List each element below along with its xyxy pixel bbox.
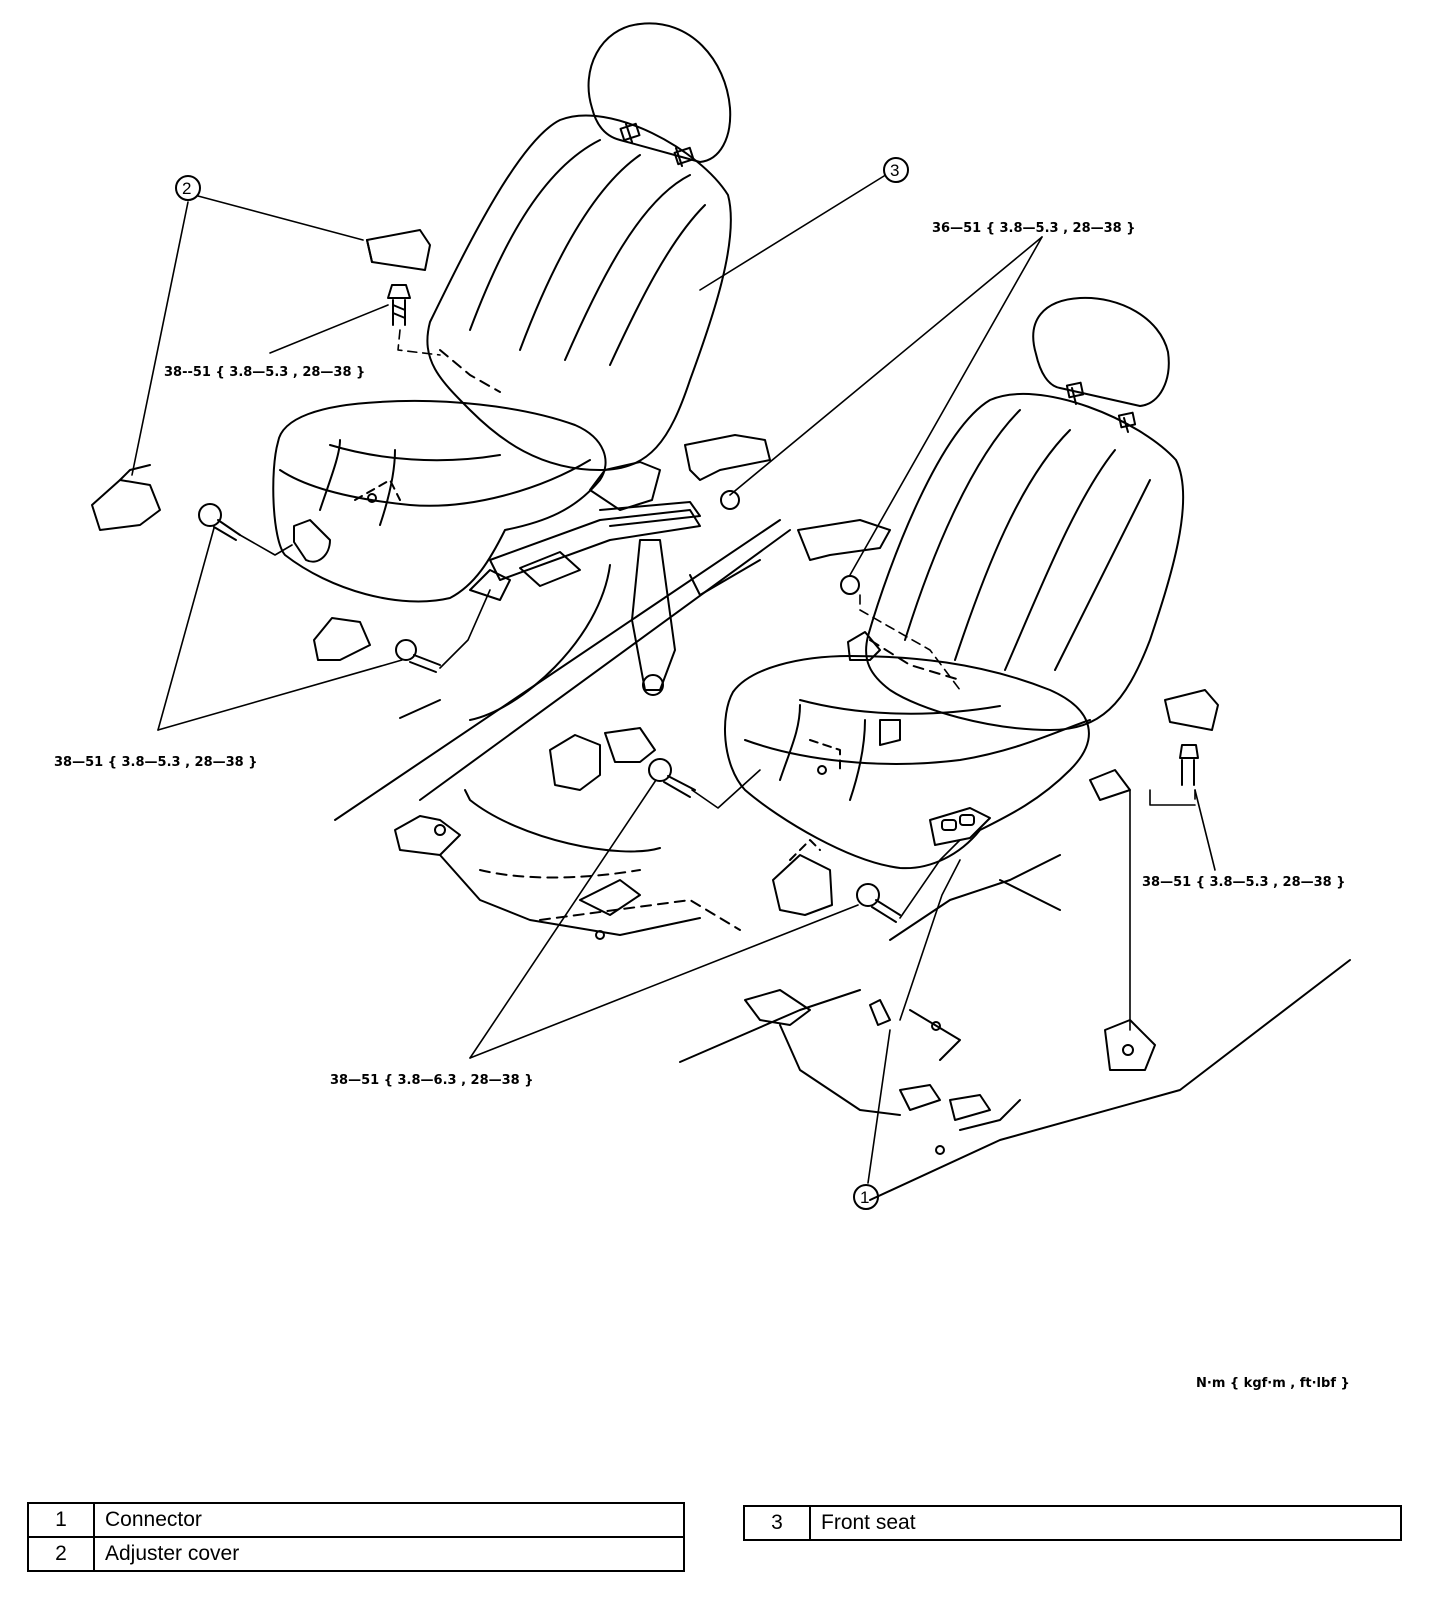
legend-row: 3 Front seat: [743, 1505, 1402, 1541]
torque-label-top-right: 36—51 { 3.8—5.3 , 28—38 }: [932, 221, 1136, 236]
legend-number: 3: [743, 1505, 811, 1541]
callout-3: 3: [890, 161, 899, 180]
legend-row: 2 Adjuster cover: [27, 1536, 685, 1572]
callout-1: 1: [860, 1188, 869, 1207]
parts-legend-right: 3 Front seat: [743, 1505, 1402, 1541]
legend-part-name: Adjuster cover: [93, 1536, 685, 1572]
callout-circle-2: [175, 175, 201, 201]
callout-circle-3: [883, 157, 909, 183]
legend-number: 1: [27, 1502, 95, 1538]
legend-row: 1 Connector: [27, 1502, 685, 1538]
torque-label-lower-left: 38—51 { 3.8—5.3 , 28—38 }: [54, 755, 258, 770]
left-seat-drawing: [272, 22, 732, 696]
torque-label-upper-left: 38--51 { 3.8—5.3 , 28—38 }: [164, 365, 365, 380]
hardware-parts: [91, 229, 1219, 923]
callout-2: 2: [182, 179, 191, 198]
torque-label-right: 38—51 { 3.8—5.3 , 28—38 }: [1142, 875, 1346, 890]
right-seat-drawing: [724, 296, 1185, 870]
legend-part-name: Front seat: [809, 1505, 1402, 1541]
torque-units: N·m { kgf·m , ft·lbf }: [1196, 1376, 1350, 1391]
parts-legend-left: 1 Connector 2 Adjuster cover: [27, 1502, 685, 1572]
leader-lines: [131, 175, 1216, 1184]
vehicle-floor-drawing: [334, 519, 1351, 1201]
legend-part-name: Connector: [93, 1502, 685, 1538]
callout-circle-1: [853, 1184, 879, 1210]
legend-number: 2: [27, 1536, 95, 1572]
torque-label-bottom: 38—51 { 3.8—6.3 , 28—38 }: [330, 1073, 534, 1088]
